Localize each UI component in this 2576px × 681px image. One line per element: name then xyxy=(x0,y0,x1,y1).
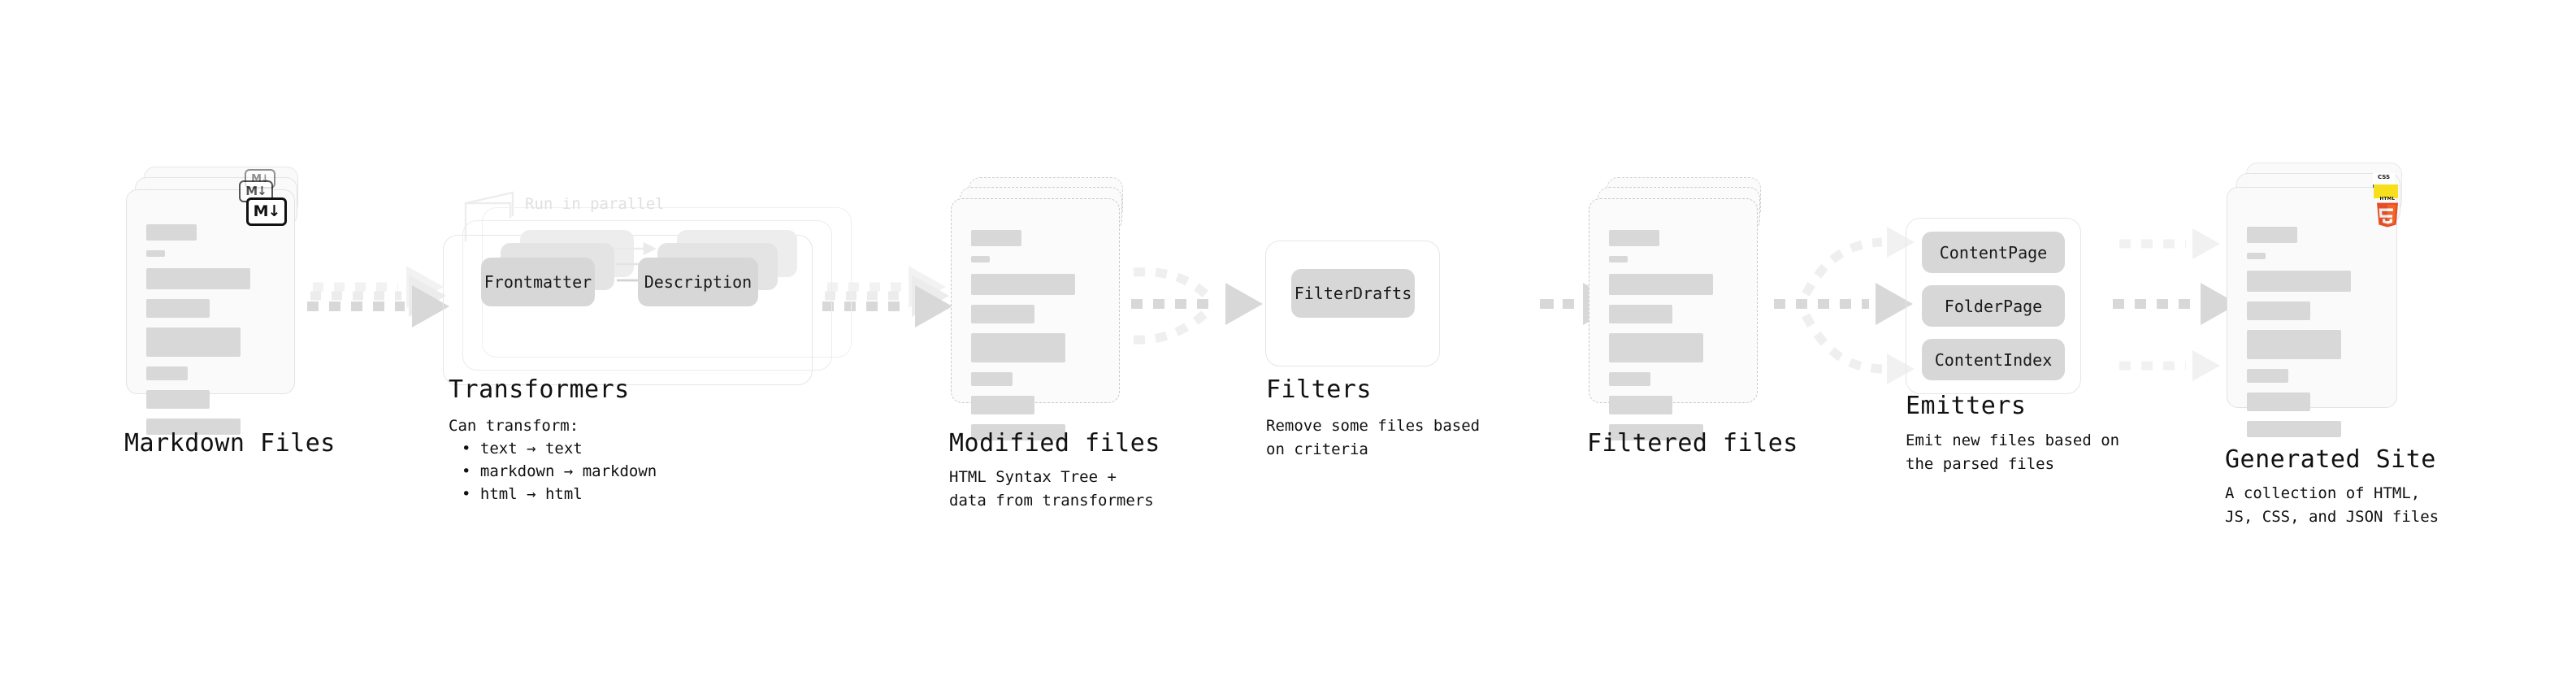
skeleton-bar xyxy=(1609,274,1713,295)
skeleton-bar xyxy=(971,333,1065,362)
filters-subtitle: Remove some files based on criteria xyxy=(1266,417,1481,458)
arrow-emitters-to-site xyxy=(2113,228,2238,381)
html5-badge: HTML xyxy=(2373,197,2402,231)
emitters-group xyxy=(1906,218,2081,394)
file-skeleton-content xyxy=(971,230,1103,450)
skeleton-bar xyxy=(1609,305,1672,323)
skeleton-bar xyxy=(146,367,188,380)
skeleton-bar xyxy=(146,419,241,435)
skeleton-bar xyxy=(146,268,250,289)
skeleton-bar xyxy=(2247,271,2351,292)
skeleton-bar xyxy=(2247,227,2297,243)
skeleton-bar xyxy=(2247,330,2341,359)
skeleton-bar xyxy=(2247,253,2266,259)
skeleton-bar xyxy=(1609,333,1703,362)
stage-modified-files[interactable] xyxy=(951,177,1138,440)
skeleton-bar xyxy=(971,396,1034,414)
emitters-subtitle: Emit new files based on the parsed files xyxy=(1906,432,2120,473)
skeleton-bar xyxy=(971,274,1075,295)
skeleton-bar xyxy=(1609,372,1650,386)
filter-chip-filterdrafts[interactable]: FilterDrafts xyxy=(1291,269,1415,318)
emitter-chip-contentindex[interactable]: ContentIndex xyxy=(1922,339,2065,380)
stage-title-modified-files: Modified files xyxy=(949,429,1160,458)
stage-generated-site[interactable]: CSS HTML xyxy=(2227,163,2422,437)
skeleton-bar xyxy=(1609,424,1703,440)
skeleton-bar xyxy=(146,390,210,409)
markdown-badge: M↓ xyxy=(246,197,287,226)
transformers-item-1: • markdown → markdown xyxy=(462,462,657,480)
skeleton-bar xyxy=(146,250,165,257)
skeleton-bar xyxy=(971,372,1013,386)
filters-group xyxy=(1265,241,1440,367)
file-skeleton-content xyxy=(2247,227,2380,447)
emitter-chip-contentpage[interactable]: ContentPage xyxy=(1922,232,2065,273)
skeleton-bar xyxy=(971,230,1021,246)
file-card-front xyxy=(2227,187,2397,437)
arrow-markdown-to-transformers xyxy=(307,266,449,327)
skeleton-bar xyxy=(2247,393,2310,411)
skeleton-bar xyxy=(146,327,241,357)
file-skeleton-content xyxy=(146,224,278,445)
stage-filtered-files[interactable] xyxy=(1589,177,1776,440)
skeleton-bar xyxy=(146,299,210,318)
skeleton-bar xyxy=(2247,369,2288,383)
transformers-item-2: • html → html xyxy=(462,485,583,503)
generated-site-subtitle: A collection of HTML, JS, CSS, and JSON … xyxy=(2225,484,2439,526)
run-in-parallel-note: Run in parallel xyxy=(525,195,665,213)
file-card-front xyxy=(1589,198,1758,440)
skeleton-bar xyxy=(971,256,990,262)
transformer-chip-description[interactable]: Description xyxy=(638,258,758,306)
skeleton-bar xyxy=(146,224,197,241)
emitter-chip-folderpage[interactable]: FolderPage xyxy=(1922,285,2065,327)
arrow-filtered-to-emitters xyxy=(1774,227,1915,384)
stage-title-transformers: Transformers xyxy=(449,375,630,404)
js-badge xyxy=(2374,184,2398,198)
modified-files-subtitle: HTML Syntax Tree + data from transformer… xyxy=(949,468,1154,510)
transformer-chip-frontmatter[interactable]: Frontmatter xyxy=(481,258,595,306)
skeleton-bar xyxy=(1609,396,1672,414)
stage-title-markdown-files: Markdown Files xyxy=(124,429,336,458)
stage-title-emitters: Emitters xyxy=(1906,392,2027,420)
skeleton-bar xyxy=(971,424,1065,440)
transformer-group-back-1 xyxy=(462,220,832,371)
skeleton-bar xyxy=(971,305,1034,323)
arrow-modified-to-filters xyxy=(1131,267,1263,345)
stage-markdown-files[interactable]: M↓ M↓ M↓ xyxy=(126,167,313,435)
svg-text:HTML: HTML xyxy=(2380,197,2396,202)
file-skeleton-content xyxy=(1609,230,1741,450)
skeleton-bar xyxy=(2247,301,2310,320)
skeleton-bar xyxy=(1609,256,1628,262)
stage-title-generated-site: Generated Site xyxy=(2225,445,2436,474)
skeleton-bar xyxy=(2247,421,2341,437)
transformers-item-0: • text → text xyxy=(462,440,583,458)
transformers-subtitle-head: Can transform: xyxy=(449,417,579,435)
stage-title-filters: Filters xyxy=(1266,375,1372,404)
stage-title-filtered-files: Filtered files xyxy=(1587,429,1798,458)
skeleton-bar xyxy=(1609,230,1659,246)
file-card-front xyxy=(951,198,1120,440)
